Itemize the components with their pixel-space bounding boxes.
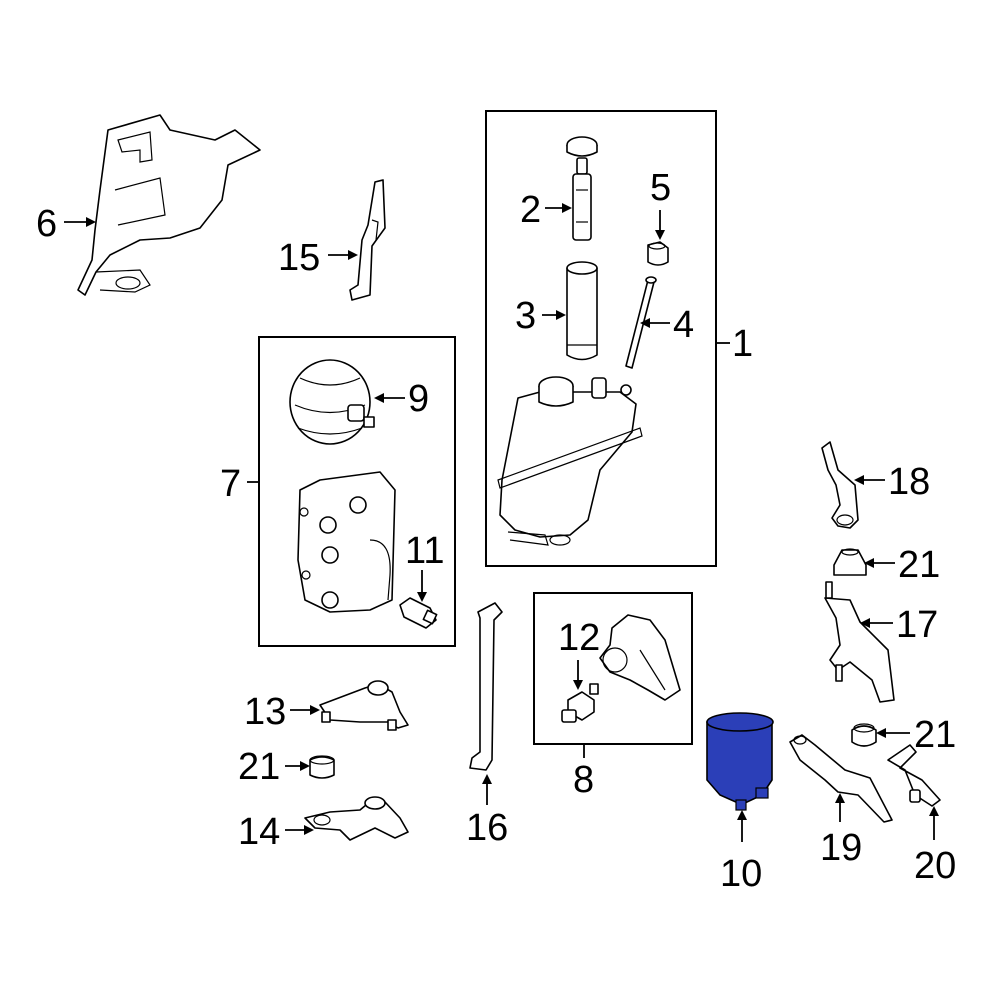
part-8-valve-block[interactable] <box>599 614 681 701</box>
callout-6: 6 <box>36 203 57 245</box>
part-17-bracket[interactable] <box>824 581 895 703</box>
callout-14: 14 <box>238 811 280 853</box>
callout-13: 13 <box>244 691 286 733</box>
part-1-reservoir[interactable] <box>497 376 643 546</box>
part-21-grommet-a[interactable] <box>309 755 335 779</box>
callout-20: 20 <box>914 845 956 887</box>
part-7-pump-housing[interactable] <box>297 471 396 613</box>
callout-19: 19 <box>820 827 862 869</box>
part-16-strap[interactable] <box>469 602 503 771</box>
callout-12: 12 <box>558 617 600 659</box>
group-box-7 <box>258 336 456 647</box>
part-3-filter-cylinder[interactable] <box>566 261 598 361</box>
callout-21b: 21 <box>898 544 940 586</box>
part-14-mount[interactable] <box>304 796 409 841</box>
part-21-grommet-c[interactable] <box>851 723 877 747</box>
part-2-cap-filter[interactable] <box>566 136 598 241</box>
group-box-1 <box>485 110 717 567</box>
callout-9: 9 <box>408 378 429 420</box>
part-11-sensor[interactable] <box>399 597 438 629</box>
callout-17: 17 <box>896 604 938 646</box>
callout-16: 16 <box>466 807 508 849</box>
part-9-accumulator[interactable] <box>289 359 375 445</box>
callout-21a: 21 <box>238 746 280 788</box>
callout-5: 5 <box>650 167 671 209</box>
part-10-highlighted-reservoir[interactable] <box>706 712 774 811</box>
callout-15: 15 <box>278 237 320 279</box>
part-19-bracket[interactable] <box>789 734 893 823</box>
part-5-cap[interactable] <box>647 241 669 266</box>
callout-8: 8 <box>573 759 594 801</box>
group-box-8 <box>533 592 693 745</box>
callout-7: 7 <box>220 463 241 505</box>
part-12-fitting[interactable] <box>561 683 599 723</box>
callout-21c: 21 <box>914 714 956 756</box>
part-20-bracket[interactable] <box>887 744 941 807</box>
callout-10: 10 <box>720 853 762 895</box>
part-15-bracket[interactable] <box>349 179 386 301</box>
part-6-shield[interactable] <box>77 114 261 296</box>
callout-2: 2 <box>520 189 541 231</box>
callout-18: 18 <box>888 461 930 503</box>
part-18-bracket[interactable] <box>821 441 859 529</box>
callout-11: 11 <box>405 530 444 572</box>
callout-4: 4 <box>673 304 694 346</box>
callout-3: 3 <box>515 295 536 337</box>
part-21-grommet-b[interactable] <box>833 548 867 576</box>
callout-1: 1 <box>732 323 753 365</box>
part-13-mount[interactable] <box>319 680 409 731</box>
